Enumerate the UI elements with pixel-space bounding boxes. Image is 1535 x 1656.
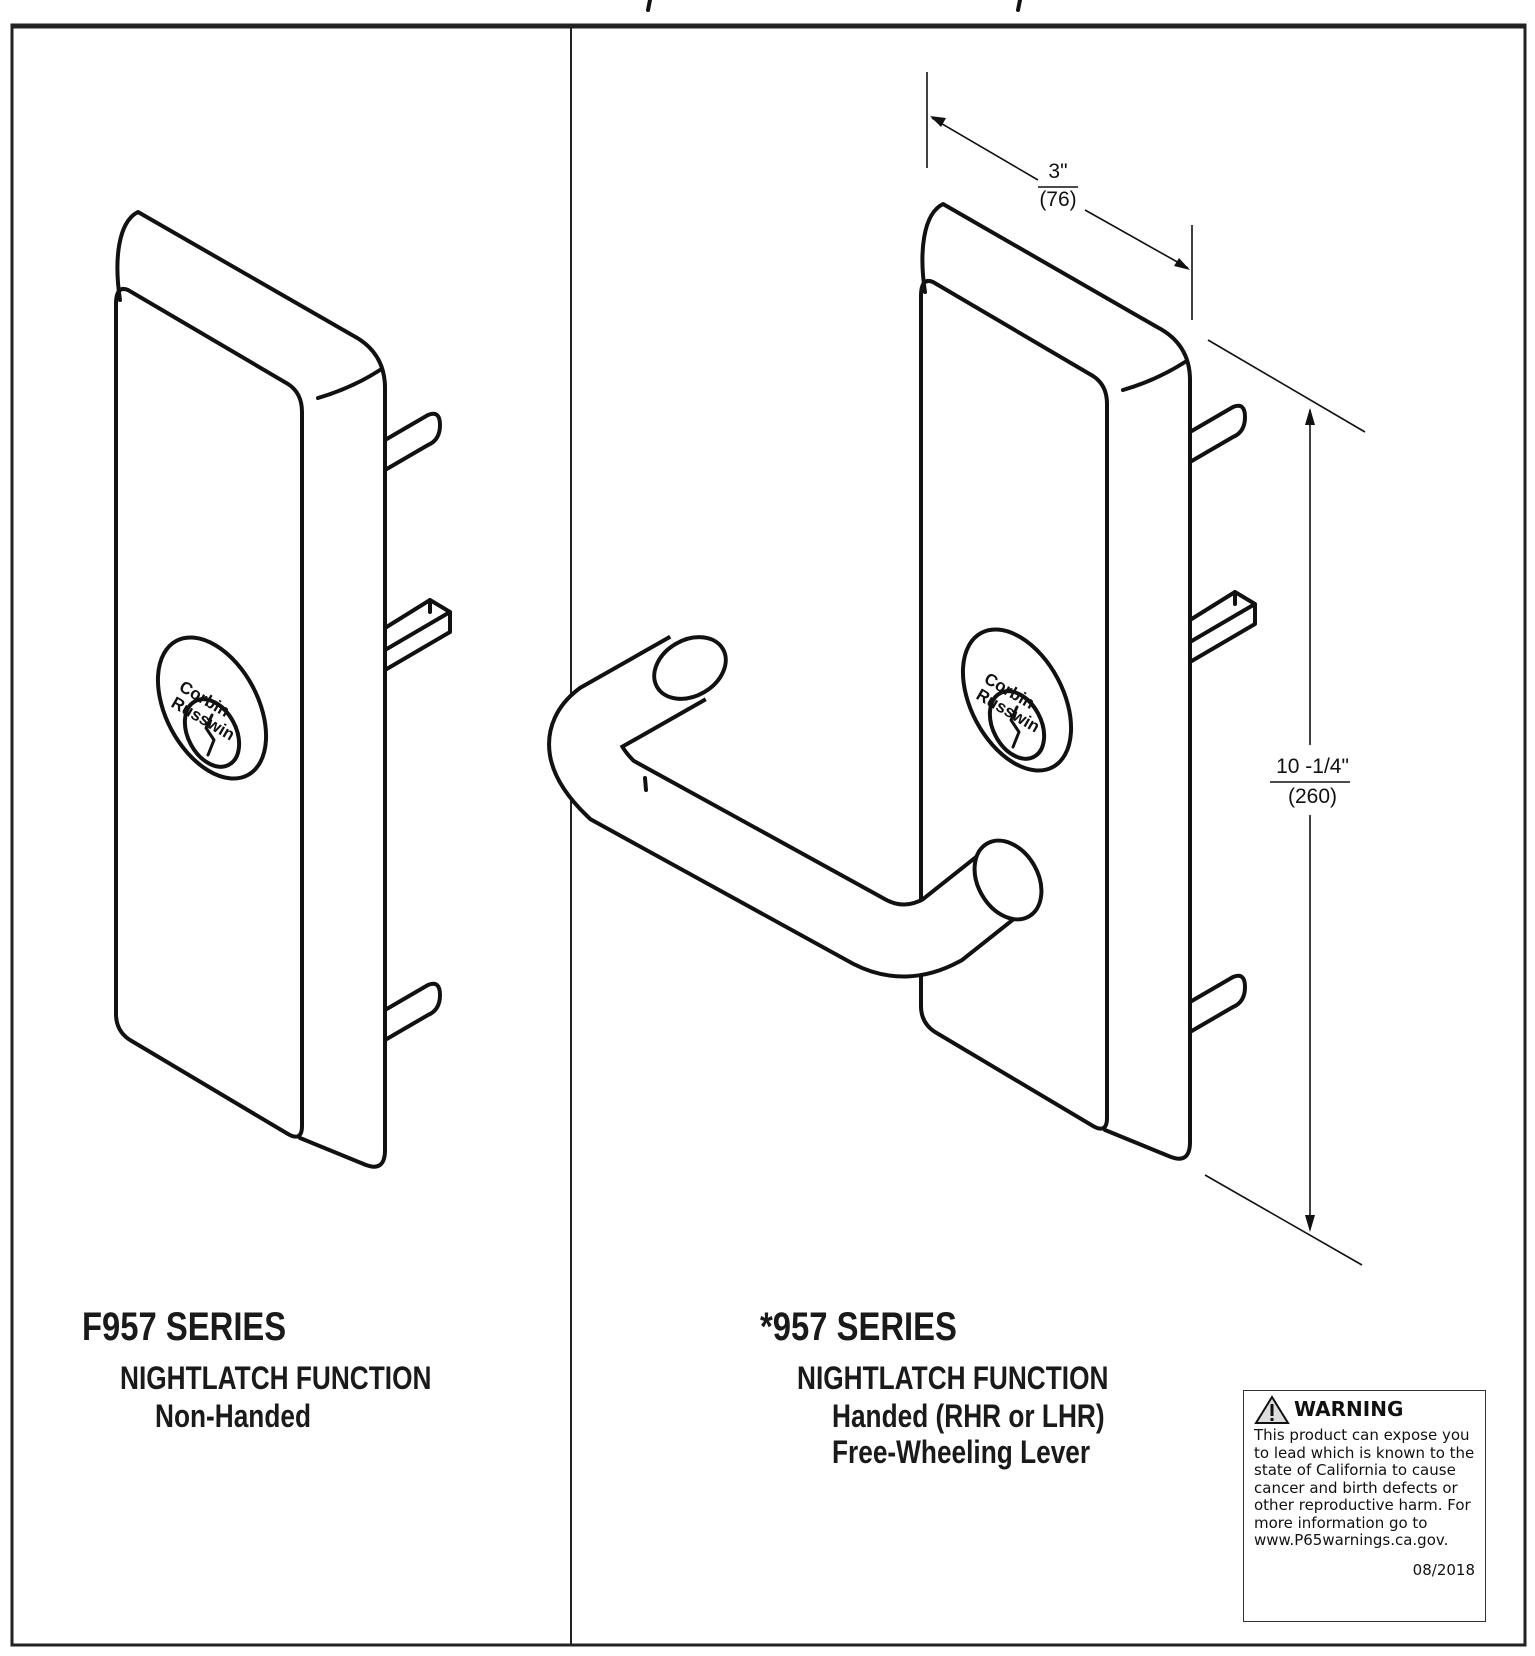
left-handing: Non-Handed (155, 1398, 311, 1434)
warning-triangle-icon (1254, 1395, 1290, 1424)
prop65-warning-box: WARNING This product can expose you to l… (1243, 1390, 1486, 1622)
f957-escutcheon (114, 210, 452, 1169)
left-function: NIGHTLATCH FUNCTION (120, 1360, 432, 1396)
warning-date: 08/2018 (1412, 1560, 1475, 1579)
cut-off-title-parens (646, 0, 1022, 12)
height-mm: (260) (1287, 785, 1338, 808)
957-escutcheon (919, 202, 1257, 1161)
warning-body: This product can expose you to lead whic… (1254, 1426, 1475, 1549)
lever-handle (547, 634, 1044, 979)
right-lever: Free-Wheeling Lever (832, 1434, 1091, 1470)
width-mm: (76) (1039, 188, 1077, 211)
right-function: NIGHTLATCH FUNCTION (797, 1360, 1109, 1396)
height-dimension (1204, 339, 1366, 1266)
width-dimension (926, 72, 1193, 320)
width-inches: 3" (1048, 160, 1068, 183)
warning-title: WARNING (1294, 1397, 1404, 1422)
right-handing: Handed (RHR or LHR) (832, 1398, 1105, 1434)
right-series-title: *957 SERIES (760, 1305, 957, 1349)
height-inches: 10 -1/4" (1276, 755, 1349, 778)
left-series-title: F957 SERIES (82, 1305, 287, 1349)
